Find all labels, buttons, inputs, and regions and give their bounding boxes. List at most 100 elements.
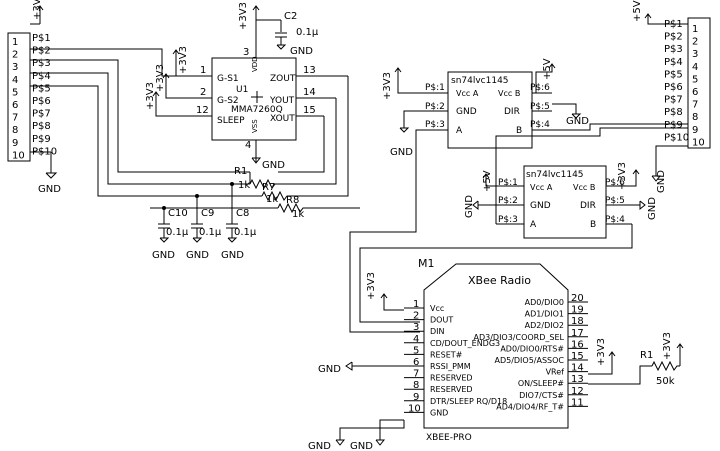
xbee-right-pin-label: AD0/DIO0/RTS# [500,344,564,353]
conn-right-pin-label: P$6 [664,82,683,93]
xbee-left-pin-num: 1 [413,299,419,310]
xbee-vcc-power-label: +3V3 [366,272,377,300]
xbee-right-pin-label: AD5/DIO5/ASSOC [494,356,564,365]
conn-left-pin-num: 6 [12,100,18,111]
r7-ref: R7 [262,182,275,193]
conn-right-pin-num: 7 [692,100,698,111]
ls1-inner-r3: B [516,126,522,136]
ls1-vcca-power-label: +3V3 [382,72,393,100]
conn-right-pin-num: 4 [692,62,698,73]
ls2-inner-r1: Vcc B [573,183,595,192]
u1-pin-num-yout: 14 [303,87,316,98]
ls2-gnd-label: GND [464,195,475,218]
xbee-gnd-label-1: GND [308,441,331,451]
ls1-pin-r3: P$:4 [530,120,550,130]
conn-left-pin-num: 3 [12,62,18,73]
conn-right-pin-label: P$10 [664,132,689,143]
xbee-left-pin-label: RESERVED [430,385,473,394]
connector-right: 1P$12P$23P$34P$45P$56P$67P$78P$89P$910P$… [632,0,711,193]
conn-left-pin-label: P$4 [32,71,51,82]
xbee-right-pin-label: ON/SLEEP# [518,379,564,388]
conn-left-pin-num: 4 [12,75,18,86]
xbee-right-pin-num: 11 [571,397,584,408]
conn-right-pin-num: 6 [692,87,698,98]
xbee-left-pin-label: DIN [430,327,445,336]
ls2-inner-l2: GND [530,201,551,211]
ls1-pin-l1: P$:1 [425,83,445,93]
ls2-inner-r3: B [590,220,596,230]
level-shifter-1-name: sn74lvc1145 [451,76,509,86]
level-shifter-2: sn74lvc1145 P$:1 P$:2 P$:3 P$:6 P$:5 P$:… [359,127,688,323]
r8-ref: R8 [286,195,299,206]
ls2-inner-l3: A [530,220,537,230]
u1-pin-label-xout: XOUT [270,114,295,124]
xbee-left-pin-label: GND [430,408,448,417]
ls2-pin-r1: P$:6 [605,178,625,188]
ls2-inner-l1: Vcc A [530,183,553,192]
ls1-inner-l2: GND [456,107,477,117]
c9-gnd-label: GND [186,250,209,261]
u1-pin-num-vss: 4 [245,140,251,151]
xbee-right-pin-label: AD2/DIO2 [525,321,564,330]
xbee-right-pin-num: 20 [571,293,584,304]
ls1-pin-l2: P$:2 [425,102,445,112]
u1-ref: U1 [236,85,248,95]
u1-pin-label-gs2: G-S2 [217,96,239,106]
caps-bottom: C10 0.1μ C9 0.1μ C8 0.1μ GND GND GND [150,182,278,261]
xbee-right-pin-num: 19 [571,305,584,316]
u1-output-wiring [278,76,349,197]
conn-right-pin-label: P$4 [664,57,683,68]
ls1-vccb-power-label: +5V [542,58,553,80]
xbee-right-pin-num: 16 [571,339,584,350]
ls2-inner-r2: DIR [580,201,596,211]
conn-left-pin-label: P$3 [32,58,51,69]
u1-power-wiring: +3V3 C2 0.1μ GND GND +3V3 +3V3 +3V3 [145,2,319,171]
xbee-left-pin-label: Vcc [430,304,444,313]
ls2-pin-r2: P$:5 [605,196,625,206]
r-pullup-ref: R1 [640,350,653,361]
xbee-ref: M1 [418,257,435,270]
xbee-right-pin-label: AD3/DIO3/COORD_SEL [473,333,564,342]
ls2-pin-l2: P$:2 [498,196,518,206]
u1-pin-num-zout: 13 [303,65,316,76]
xbee-left-pin-label: RESET# [430,350,463,359]
ls2-pin-l3: P$:3 [498,215,518,225]
xbee-left-pin-label: RESERVED [430,374,473,383]
ls2-dir-gnd-label: GND [647,197,658,220]
u1-pin-label-yout: YOUT [269,96,295,106]
conn-left-pin-num: 10 [12,150,25,161]
conn-left-pin-label: P$2 [32,46,51,57]
c2-value: 0.1μ [296,27,319,38]
u1-gs1-power-label: +3V3 [178,46,189,74]
u1-sleep-power-label: +3V3 [145,82,156,110]
xbee-right-pin-label: AD1/DIO1 [525,310,564,319]
c2-ref: C2 [284,11,297,22]
c10-ref: C10 [168,208,188,219]
conn-left-pin-label: P$5 [32,83,51,94]
xbee-body [423,263,569,429]
conn-right-pin-label: P$5 [664,69,683,80]
conn-left-pin-num: 9 [12,138,18,149]
xbee-right-pin-num: 17 [571,328,584,339]
level-shifter-1-body [447,71,533,149]
xbee-vref-power-label: +3V3 [596,338,607,366]
xbee-left-pin-label: DTR/SLEEP RQ/D18 [430,397,507,406]
conn-right-vcc-label: +5V [632,0,643,22]
xbee-right-pin-label: VRef [546,368,565,377]
conn-left-pin-num: 5 [12,87,18,98]
conn-right-gnd-label: GND [656,170,667,193]
xbee-left-pin-num: 4 [413,334,419,345]
conn-right-pin-label: P$3 [664,44,683,55]
conn-right-pin-label: P$2 [664,32,683,43]
u1-pin-num-vdd: 3 [243,47,249,58]
xbee-part: XBEE-PRO [426,433,472,443]
ls1-inner-r1: Vcc B [498,89,520,98]
u1-pin-num-sleep: 12 [196,105,209,116]
conn-right-pin-num: 10 [692,137,705,148]
xbee-right-pin-label: AD0/DIO0 [525,298,564,307]
u1-vss-gnd-label: GND [262,160,285,171]
ls2-vccb-power-label: +3V3 [617,162,628,190]
u1-pin-num-gs1: 1 [200,65,206,76]
r-pullup-value: 50k [656,376,675,387]
ls2-vcca-power-label: +5V [482,170,493,192]
